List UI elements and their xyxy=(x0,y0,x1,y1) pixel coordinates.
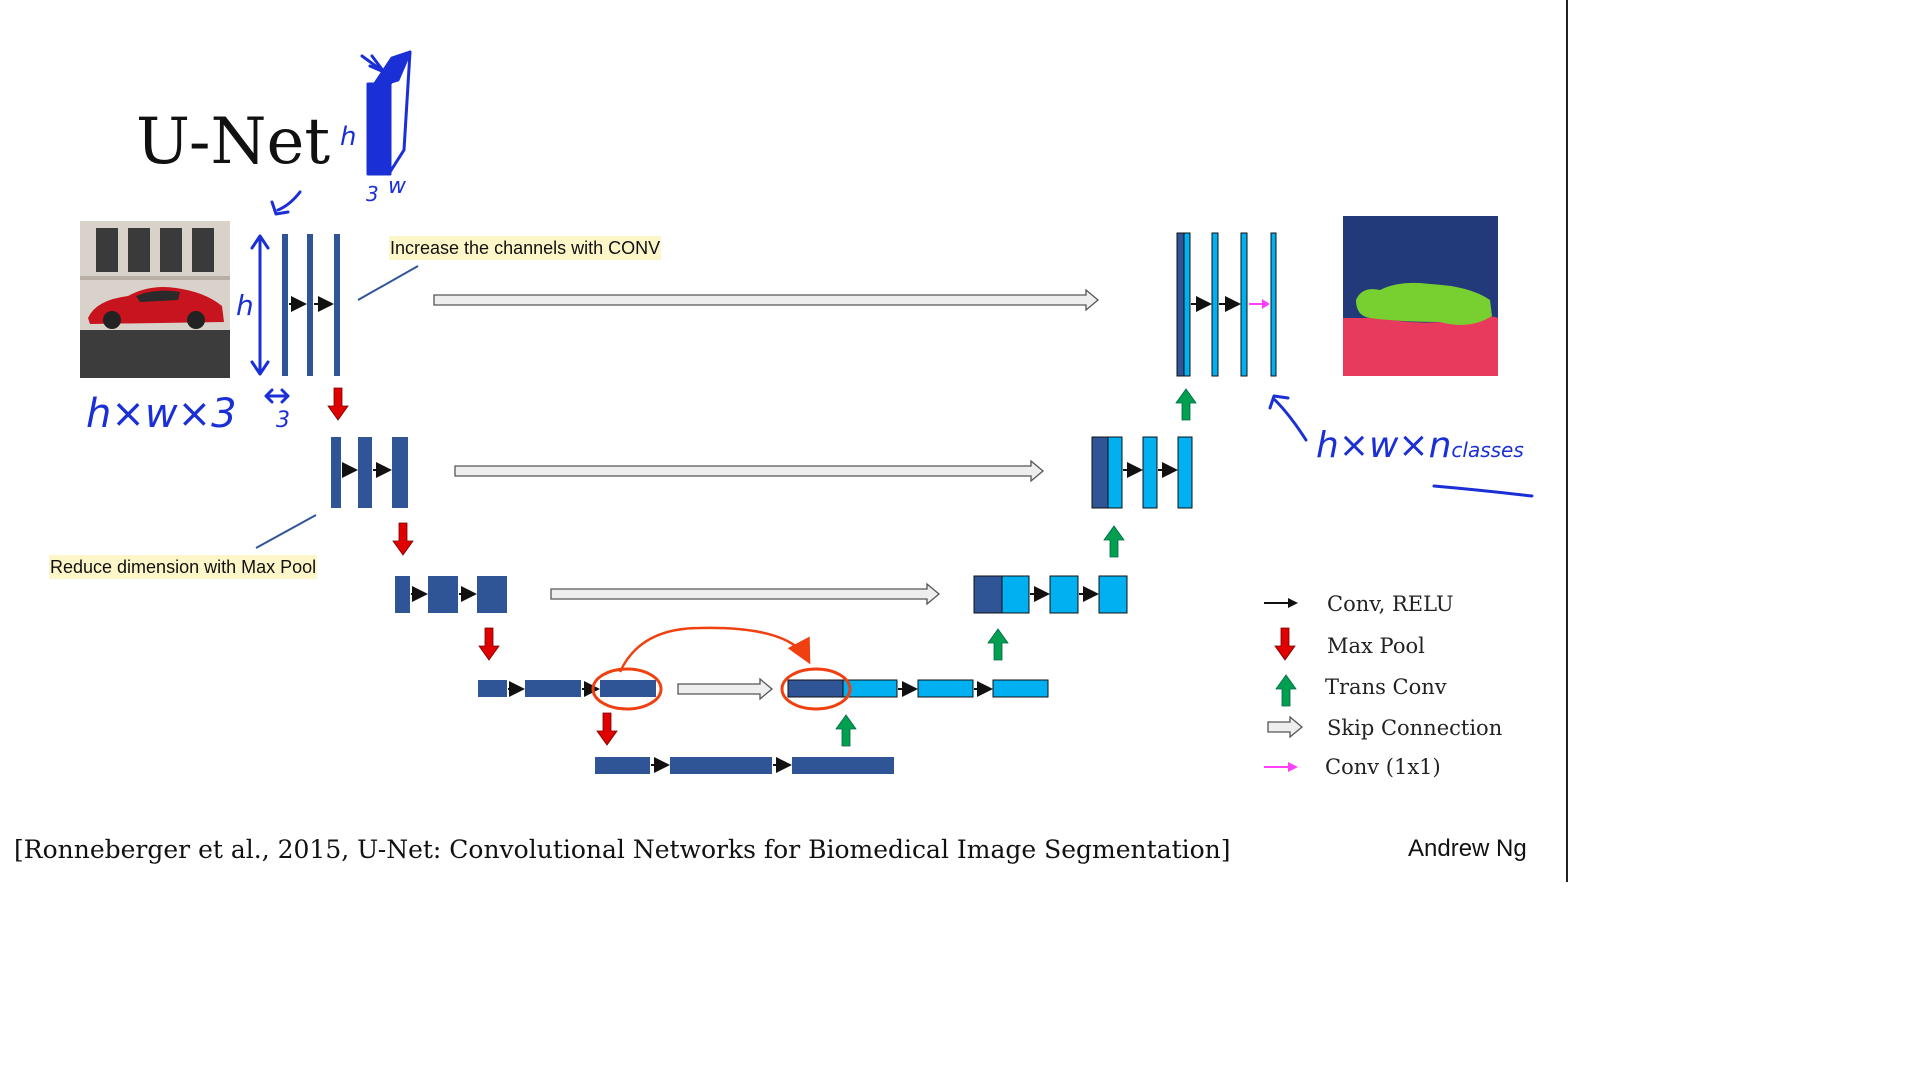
legend-label-conv-relu: Conv, RELU xyxy=(1327,592,1454,616)
max-pool-arrow-4 xyxy=(596,712,618,746)
skip-connection-3 xyxy=(550,582,941,606)
encoder-level-3 xyxy=(395,576,507,613)
annotation-leader-increase xyxy=(357,265,419,301)
highlight-ellipse-encoder xyxy=(591,667,663,711)
decoder-level-2 xyxy=(1091,436,1193,509)
trans-conv-arrow-3 xyxy=(987,628,1009,661)
handwritten-height-top: h xyxy=(340,122,357,152)
max-pool-arrow-1 xyxy=(327,387,349,421)
green-up-arrow-icon xyxy=(1275,674,1297,707)
trans-conv-arrow-4 xyxy=(835,714,857,747)
max-pool-arrow-3 xyxy=(478,627,500,661)
highlight-ellipse-decoder xyxy=(780,667,852,711)
trans-conv-arrow-1 xyxy=(1175,388,1197,421)
legend-label-max-pool: Max Pool xyxy=(1327,634,1425,658)
unet-diagram xyxy=(80,50,1534,774)
encoder-level-4 xyxy=(478,667,663,711)
skip-connection-2 xyxy=(454,459,1045,483)
annotation-increase-channels: Increase the channels with CONV xyxy=(389,236,662,260)
annotation-reduce-dimension: Reduce dimension with Max Pool xyxy=(49,555,318,579)
slide-border xyxy=(1566,0,1568,882)
author-name: Andrew Ng xyxy=(1408,835,1527,862)
decoder-level-1 xyxy=(1176,232,1277,377)
white-hollow-arrow-icon xyxy=(1267,715,1304,739)
input-image xyxy=(80,221,230,378)
handwritten-channels-top: 3 xyxy=(366,182,379,206)
slide: U-Net xyxy=(14,0,1568,882)
handwritten-output-shape: h×w×nclasses xyxy=(1316,428,1524,464)
max-pool-arrow-2 xyxy=(392,522,414,556)
handwritten-input-shape: h×w×3 xyxy=(86,391,237,437)
annotation-leader-reduce xyxy=(255,514,317,549)
black-arrow-icon xyxy=(1264,598,1298,608)
trans-conv-arrow-2 xyxy=(1103,525,1125,558)
handwritten-output-shape-main: h×w×n xyxy=(1316,425,1452,466)
encoder-level-2 xyxy=(331,437,408,508)
handwritten-output-subscript: classes xyxy=(1451,438,1524,462)
legend-label-skip-connection: Skip Connection xyxy=(1327,716,1503,740)
skip-connection-1 xyxy=(433,288,1100,312)
citation: [Ronneberger et al., 2015, U-Net: Convol… xyxy=(14,835,1231,864)
handwritten-height-side: h xyxy=(236,289,254,322)
handwritten-channels-bottom: 3 xyxy=(276,408,290,433)
bottleneck xyxy=(595,757,894,774)
decoder-level-3 xyxy=(973,575,1128,614)
segmentation-output xyxy=(1343,216,1498,376)
legend-icons xyxy=(1264,598,1304,772)
handwritten-width-top: w xyxy=(388,174,406,199)
skip-connection-4 xyxy=(677,677,774,701)
legend-label-conv-1x1: Conv (1x1) xyxy=(1325,755,1441,779)
legend-label-trans-conv: Trans Conv xyxy=(1325,675,1447,699)
red-down-arrow-icon xyxy=(1274,627,1296,661)
magenta-arrow-icon xyxy=(1264,762,1298,772)
page-title: U-Net xyxy=(136,105,331,179)
decoder-level-4 xyxy=(780,667,1049,711)
highlight-curved-arrow xyxy=(618,626,811,673)
encoder-level-1 xyxy=(282,234,340,376)
handwritten-volume-sketch xyxy=(250,50,1534,498)
